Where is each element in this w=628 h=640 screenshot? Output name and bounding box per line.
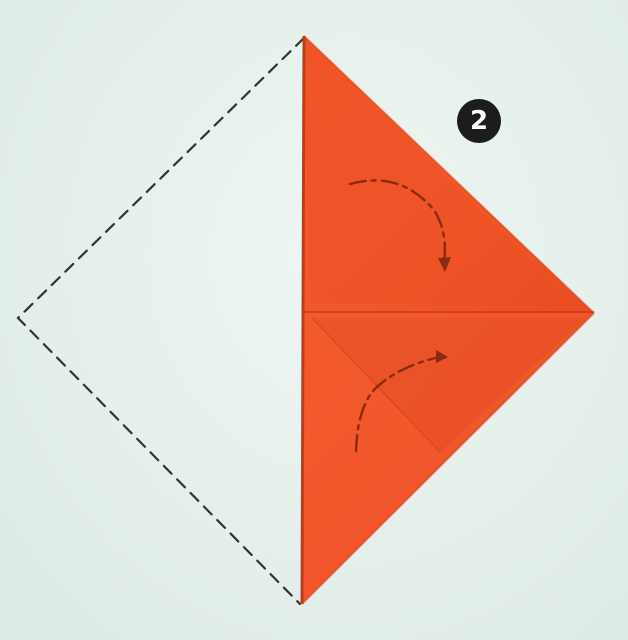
lower-outer-edge <box>301 312 595 605</box>
step-number-badge: 2 <box>457 99 501 143</box>
curved-fold-arrow-icon <box>348 179 451 272</box>
upper-flap-shade <box>304 36 578 307</box>
diagonal-crease <box>311 317 441 453</box>
lower-flap-shade <box>312 318 586 452</box>
upper-outer-edge <box>303 35 595 314</box>
dashed-fold-outline <box>16 36 306 606</box>
vertical-fold-edge <box>300 35 306 605</box>
curved-fold-arrow-icon <box>354 350 448 458</box>
